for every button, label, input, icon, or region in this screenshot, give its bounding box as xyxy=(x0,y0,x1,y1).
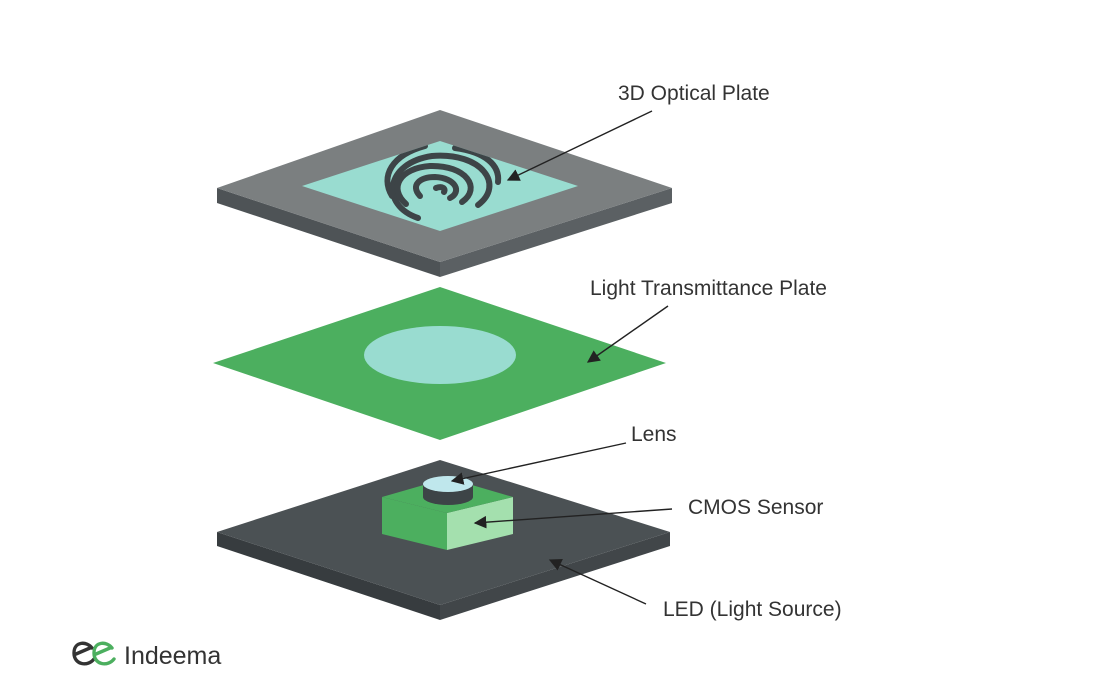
transmittance-plate xyxy=(213,287,666,440)
arrow-optical-plate xyxy=(506,110,653,181)
brand-name: Indeema xyxy=(124,642,221,670)
optical-plate-left-edge xyxy=(217,188,440,277)
label-transmittance-plate: Light Transmittance Plate xyxy=(590,277,827,300)
label-lens: Lens xyxy=(631,423,677,446)
optical-plate-right-edge xyxy=(440,188,672,277)
brand-mark-icon xyxy=(72,641,116,666)
fingerprint-icon xyxy=(384,143,502,221)
optical-plate xyxy=(217,110,672,277)
arrow-led xyxy=(548,558,647,605)
led-base-right-edge xyxy=(440,532,670,620)
arrow-cmos-sensor xyxy=(473,508,673,529)
arrow-transmittance-plate xyxy=(586,305,669,363)
cmos-sensor-front xyxy=(382,497,447,550)
transmittance-window xyxy=(364,326,516,384)
lens xyxy=(423,476,473,505)
label-led: LED (Light Source) xyxy=(663,598,842,621)
label-cmos-sensor: CMOS Sensor xyxy=(688,496,823,519)
callout-arrows xyxy=(450,110,673,605)
arrow-lens xyxy=(450,442,627,485)
brand-logo: Indeema xyxy=(72,641,221,670)
label-optical-plate: 3D Optical Plate xyxy=(618,82,770,105)
led-base-left-edge xyxy=(217,532,440,620)
